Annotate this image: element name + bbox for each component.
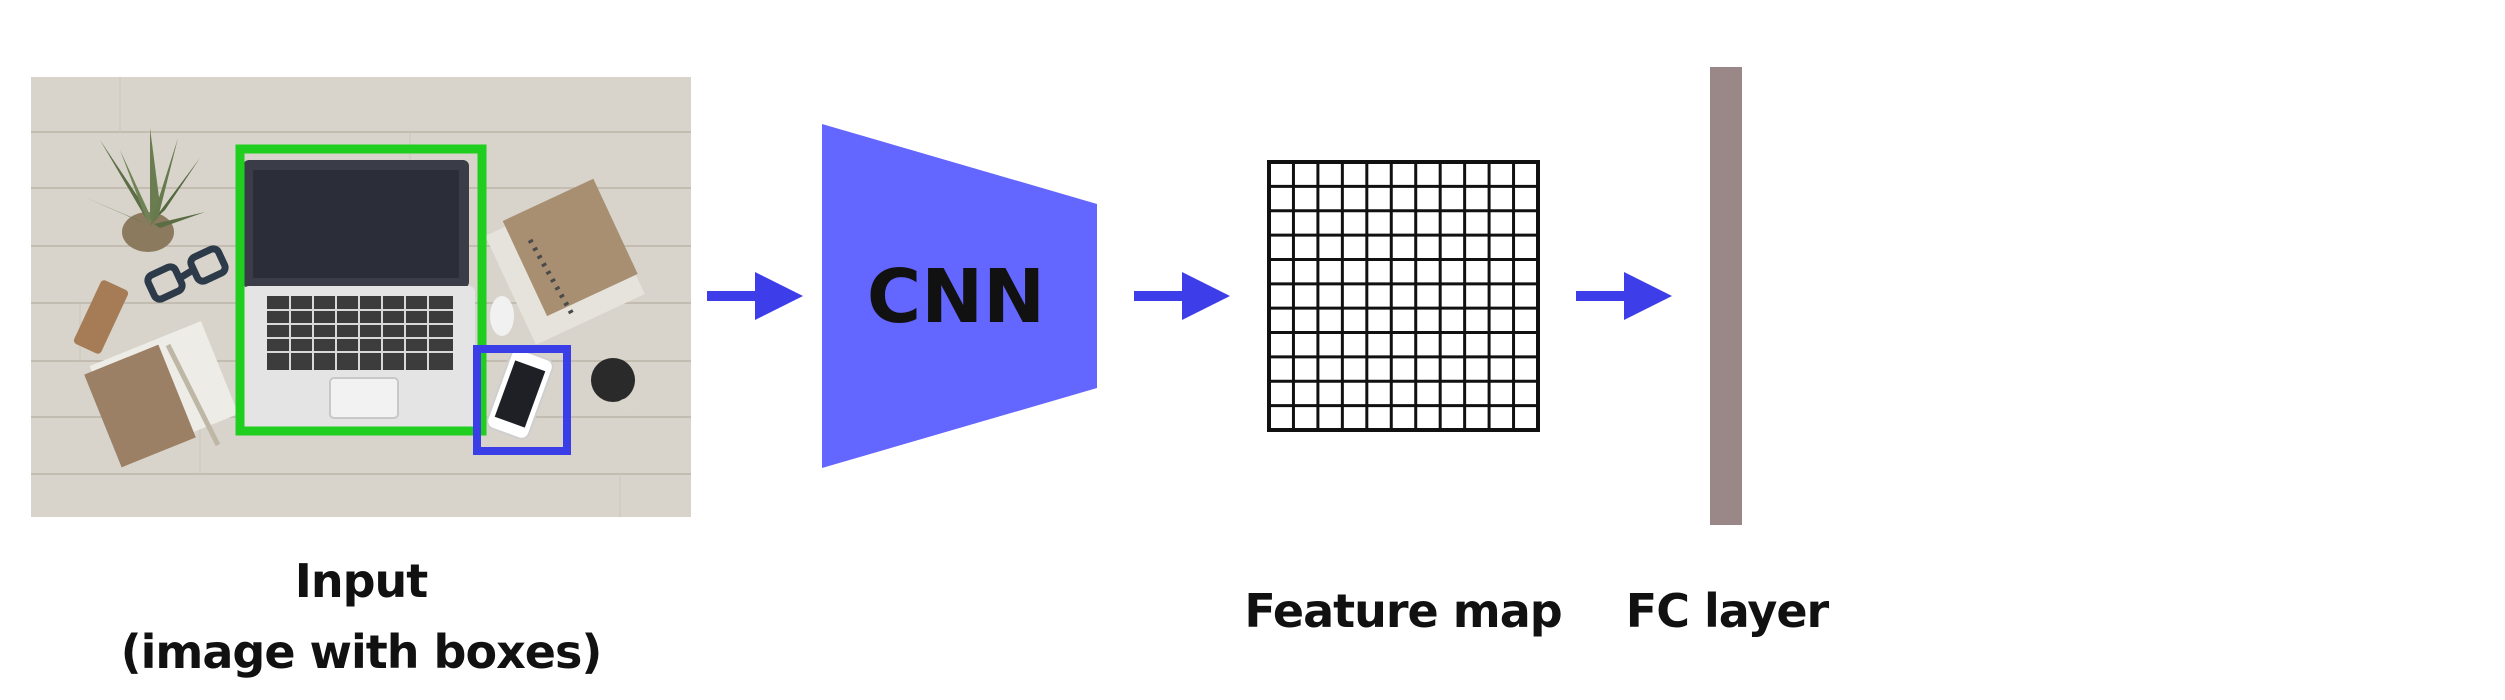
arrow-right-icon bbox=[1576, 272, 1672, 320]
cnn-block bbox=[822, 124, 1097, 468]
phone bbox=[486, 348, 554, 440]
feature-map-frame bbox=[1267, 160, 1540, 432]
input-label-line2: (image with boxes) bbox=[121, 625, 602, 679]
plant bbox=[82, 128, 205, 252]
glasses bbox=[144, 245, 229, 303]
feature-map-label: Feature map bbox=[1244, 584, 1561, 638]
laptop bbox=[243, 160, 475, 432]
spiral-notebook bbox=[485, 178, 645, 345]
arrow-right-icon bbox=[707, 272, 803, 320]
arrow-right-icon bbox=[1134, 272, 1230, 320]
feature-map-grid bbox=[1267, 160, 1540, 432]
notebook bbox=[84, 321, 239, 468]
phone-bounding-box bbox=[473, 345, 571, 455]
input-label-line1: Input bbox=[295, 554, 428, 608]
fc-layer-bar bbox=[1710, 67, 1742, 525]
laptop-bounding-box bbox=[235, 144, 487, 436]
fc-layer-label: FC layer bbox=[1626, 584, 1830, 638]
cnn-label: CNN bbox=[867, 254, 1045, 340]
input-image bbox=[31, 77, 691, 517]
